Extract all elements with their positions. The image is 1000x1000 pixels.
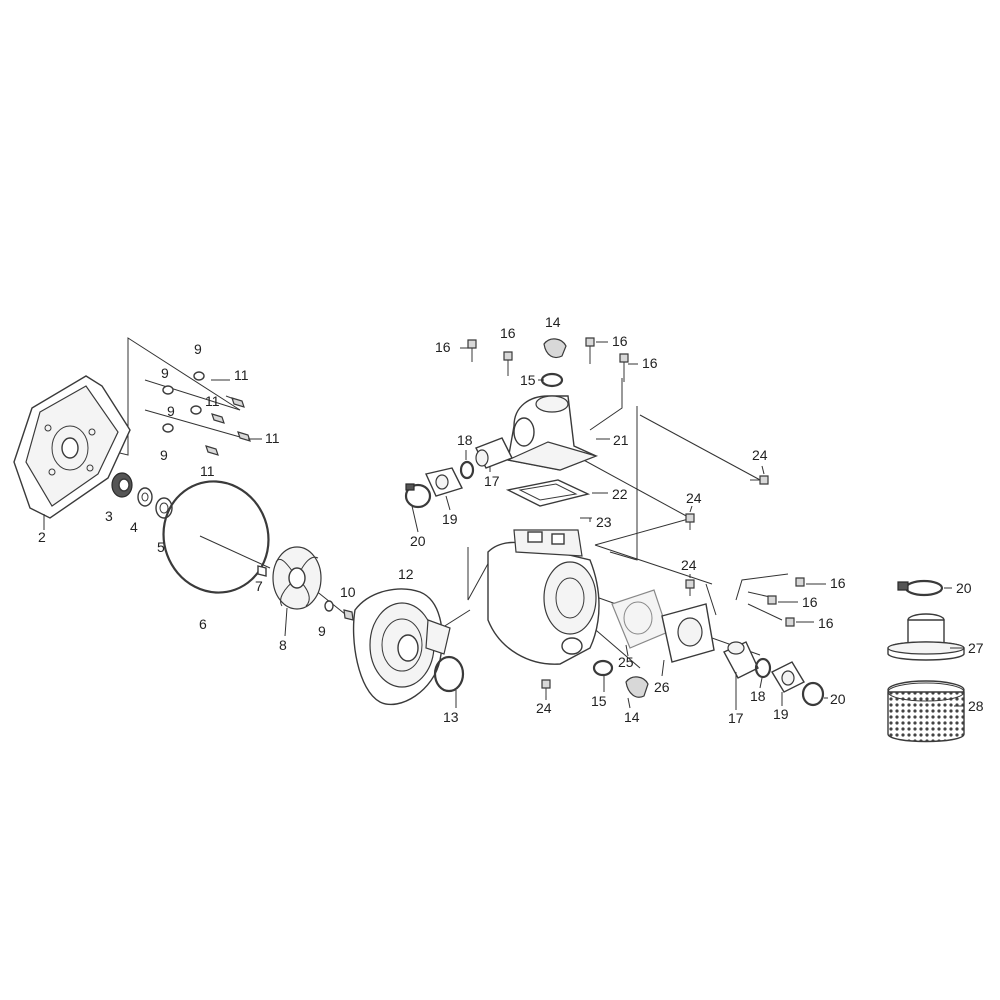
callout-9-d: 9: [160, 447, 168, 463]
callout-15-top: 15: [520, 372, 536, 388]
part-9-washers: [162, 371, 205, 433]
callout-20-strainer: 20: [956, 580, 972, 596]
part-15-seal-lower: [592, 659, 614, 677]
callout-22: 22: [612, 486, 628, 502]
callout-24-a: 24: [752, 447, 768, 463]
callout-labels: 2 3 4 5 6 7 8 9 9 9 9 9 10 11 11 11 11 1…: [38, 314, 984, 726]
callout-16-g: 16: [818, 615, 834, 631]
part-3-seal: [111, 472, 133, 498]
callout-3: 3: [105, 508, 113, 524]
part-20-clamp-strainer: [897, 579, 944, 597]
callout-25: 25: [618, 654, 634, 670]
part-27-strainer-cap: [887, 613, 965, 661]
callout-11-c: 11: [265, 430, 280, 446]
callout-28: 28: [968, 698, 984, 714]
callout-16-c: 16: [612, 333, 628, 349]
part-14-plug-lower: [625, 676, 649, 698]
callout-13: 13: [443, 709, 459, 725]
part-13-o-ring: [433, 655, 465, 693]
callout-15-lower: 15: [591, 693, 607, 709]
part-10-nut: [343, 609, 354, 621]
part-19-flange-right: [771, 661, 805, 693]
callout-10: 10: [340, 584, 356, 600]
callout-17-right: 17: [728, 710, 744, 726]
callout-17-top: 17: [484, 473, 500, 489]
callout-6: 6: [199, 616, 207, 632]
part-24-bolts: [541, 475, 769, 696]
part-28-strainer-basket: [887, 680, 965, 743]
part-26-valve-plate: [661, 603, 715, 677]
part-6-large-o-ring: [162, 480, 270, 594]
part-18-seal-right: [754, 657, 772, 679]
callout-16-b: 16: [500, 325, 516, 341]
part-14-plug-top: [543, 338, 567, 359]
callout-16-f: 16: [802, 594, 818, 610]
part-16-bolts-top: [467, 337, 629, 382]
callout-leaders: [211, 341, 964, 710]
part-2-backing-plate: [13, 375, 131, 530]
callout-8: 8: [279, 637, 287, 653]
callout-27: 27: [968, 640, 984, 656]
part-7-key: [257, 565, 267, 577]
part-4-washer: [137, 487, 153, 507]
part-25-valve-gasket: [611, 589, 669, 657]
callout-7: 7: [255, 578, 263, 594]
callout-9-c: 9: [167, 403, 175, 419]
callout-11-a: 11: [234, 367, 249, 383]
callout-24-d: 24: [536, 700, 552, 716]
part-18-seal-top: [459, 460, 475, 480]
part-16-bolts-right: [767, 577, 805, 627]
callout-24-c: 24: [681, 557, 697, 573]
callout-12: 12: [398, 566, 414, 582]
part-19-flange-top: [425, 467, 463, 497]
callout-9-e: 9: [318, 623, 326, 639]
callout-16-a: 16: [435, 339, 451, 355]
callout-5: 5: [157, 539, 165, 555]
callout-24-b: 24: [686, 490, 702, 506]
callout-11-b: 11: [205, 393, 220, 409]
part-17-hose-tail-right: [723, 641, 759, 679]
callout-26: 26: [654, 679, 670, 695]
callout-16-d: 16: [642, 355, 658, 371]
part-22-gasket: [505, 479, 608, 507]
callout-23: 23: [596, 514, 612, 530]
callout-9-b: 9: [161, 365, 169, 381]
part-8-impeller: [272, 546, 322, 637]
callout-19-right: 19: [773, 706, 789, 722]
callout-14-lower: 14: [624, 709, 640, 725]
part-9-washer-impeller: [324, 600, 334, 612]
callout-2: 2: [38, 529, 46, 545]
part-20-clamp-right: [801, 681, 825, 707]
part-20-clamp-top: [404, 483, 432, 509]
callout-11-d: 11: [200, 463, 215, 479]
callout-16-e: 16: [830, 575, 846, 591]
part-12-volute: [352, 588, 451, 706]
callout-14-top: 14: [545, 314, 561, 330]
callout-21: 21: [613, 432, 629, 448]
callout-18-top: 18: [457, 432, 473, 448]
callout-4: 4: [130, 519, 138, 535]
callout-18-right: 18: [750, 688, 766, 704]
part-23-pump-housing: [487, 517, 600, 665]
part-17-hose-tail-top: [475, 437, 513, 469]
callout-20-right: 20: [830, 691, 846, 707]
part-15-seal-top: [540, 372, 564, 388]
part-11-bolts: [205, 395, 251, 456]
callout-9-a: 9: [194, 341, 202, 357]
part-21-outlet-elbow: [506, 395, 610, 471]
callout-20-top: 20: [410, 533, 426, 549]
callout-19-top: 19: [442, 511, 458, 527]
